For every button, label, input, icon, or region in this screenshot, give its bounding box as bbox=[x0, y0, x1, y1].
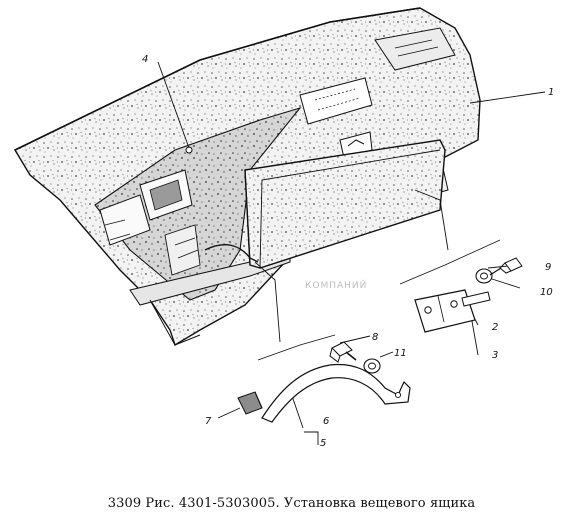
bolt-8 bbox=[329, 341, 357, 363]
projection-lines bbox=[257, 239, 501, 361]
limiter-strap-part-6 bbox=[261, 363, 411, 423]
callout-10: 10 bbox=[540, 287, 553, 298]
washer-10 bbox=[475, 268, 493, 284]
callout-2: 2 bbox=[492, 322, 498, 333]
washer-11 bbox=[363, 358, 381, 374]
stop-clip-part-7 bbox=[237, 391, 263, 415]
callout-4: 4 bbox=[142, 54, 148, 65]
callout-11: 11 bbox=[394, 348, 407, 359]
leader-lines bbox=[157, 61, 546, 445]
limiter-wire bbox=[204, 244, 259, 263]
screw-9 bbox=[489, 257, 523, 276]
callout-8: 8 bbox=[372, 332, 378, 343]
callout-7: 7 bbox=[205, 416, 212, 427]
callout-3: 3 bbox=[492, 350, 498, 361]
callout-6: 6 bbox=[323, 416, 329, 427]
callout-5: 5 bbox=[320, 438, 326, 449]
callout-1: 1 bbox=[548, 87, 554, 98]
hinge-part-2 bbox=[414, 289, 491, 333]
watermark: КОМПАНИЙ bbox=[305, 279, 367, 291]
glove-box-door bbox=[244, 139, 446, 269]
callout-labels: 1 2 3 4 5 6 7 8 9 10 11 bbox=[142, 54, 554, 449]
figure-caption: 3309 Рис. 4301-5303005. Установка вещево… bbox=[107, 496, 476, 511]
callout-9: 9 bbox=[545, 262, 551, 273]
